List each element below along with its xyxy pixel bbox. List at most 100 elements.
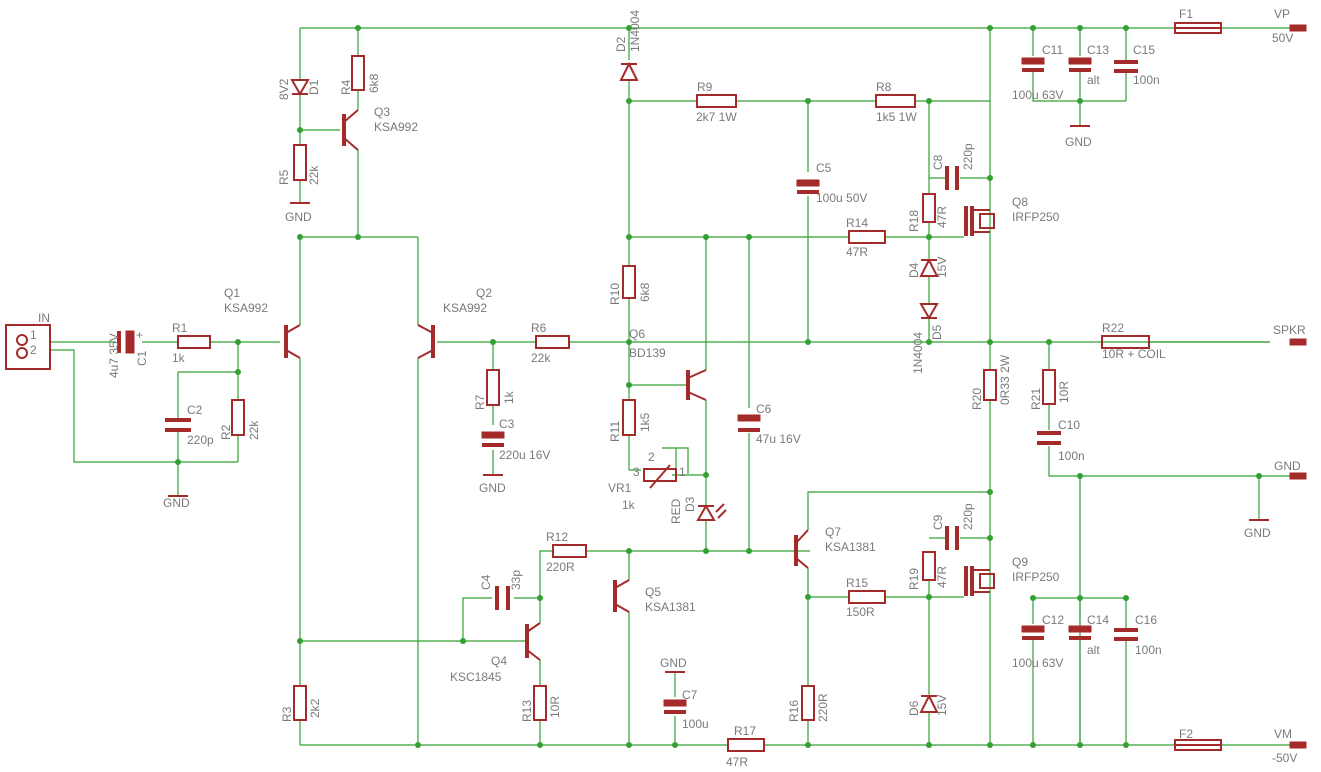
part-value: 10R [548, 696, 562, 718]
capacitor-c7 [663, 699, 687, 714]
pin-label: 3 [633, 465, 640, 479]
net-label: VP [1274, 7, 1290, 21]
capacitor-c10 [1037, 431, 1061, 445]
part-value: 8V2 [277, 78, 291, 100]
part-ref: D1 [307, 79, 321, 95]
part-value: 100u 63V [1012, 88, 1063, 102]
part-ref: R14 [846, 216, 868, 230]
part-ref: Q5 [645, 585, 661, 599]
diode-d5 [919, 303, 939, 321]
part-ref: D2 [614, 36, 628, 52]
resistor-r6 [535, 335, 570, 349]
part-ref: Q2 [476, 286, 492, 300]
part-value: 100u [682, 717, 709, 731]
part-value: 220p [187, 433, 214, 447]
part-ref: C6 [756, 402, 772, 416]
part-value: KSA992 [443, 301, 487, 315]
part-value: alt [1087, 643, 1100, 657]
part-value: 2k7 1W [696, 110, 737, 124]
connector-label: IN [38, 311, 50, 325]
part-value: 100u 50V [816, 191, 867, 205]
part-value: 33p [509, 570, 523, 590]
part-value: 47R [935, 566, 949, 588]
part-ref: R11 [608, 421, 622, 442]
part-value: 1k [172, 351, 186, 365]
part-value: 100n [1133, 73, 1160, 87]
labels: IN 1 2 C1 4u7 35V R1 1k C2 220p R2 22k G… [30, 7, 1306, 769]
diode-d4 [919, 257, 939, 277]
net-label: GND [1065, 135, 1092, 149]
part-ref: C13 [1087, 43, 1109, 57]
part-ref: R9 [697, 80, 713, 94]
net-label: GND [285, 210, 312, 224]
resistor-r9 [696, 94, 737, 108]
part-ref: C4 [479, 574, 493, 590]
part-ref: D4 [907, 262, 921, 278]
part-ref: D5 [930, 324, 944, 340]
resistor-r22 [1101, 335, 1150, 349]
resistor-r7 [486, 369, 500, 406]
capacitor-c14 [1068, 625, 1092, 640]
resistor-r15 [848, 590, 886, 604]
part-value: alt [1087, 73, 1100, 87]
transistor-q2 [417, 324, 435, 359]
capacitor-c9 [945, 526, 959, 550]
part-ref: R13 [520, 700, 534, 722]
connector-pin-2 [16, 347, 28, 359]
part-ref: R16 [787, 700, 801, 722]
part-ref: R1 [172, 321, 188, 335]
net-label: GND [163, 496, 190, 510]
resistor-r10 [622, 265, 636, 299]
part-value: 47u 16V [756, 432, 801, 446]
part-value: 1k [502, 390, 516, 404]
part-value: 220R [546, 560, 575, 574]
net-label: GND [660, 656, 687, 670]
net-label: GND [1274, 459, 1301, 473]
part-value: RED [669, 498, 683, 524]
part-value: 0R33 2W [998, 354, 1012, 405]
part-value: 6k8 [367, 73, 381, 93]
led-d3 [696, 503, 727, 521]
part-value: 100n [1135, 643, 1162, 657]
pin-label: 2 [30, 343, 37, 357]
transistor-q7 [794, 529, 809, 569]
part-ref: Q3 [374, 105, 390, 119]
part-value: 22k [531, 351, 551, 365]
part-ref: R2 [219, 424, 233, 440]
resistor-r13 [533, 685, 547, 721]
part-value: 22k [307, 165, 321, 185]
net-label: SPKR [1273, 323, 1306, 337]
part-ref: Q4 [491, 654, 507, 668]
resistor-r17 [727, 738, 765, 752]
part-ref: C12 [1042, 613, 1064, 627]
part-ref: R21 [1029, 388, 1043, 410]
part-ref: C8 [931, 154, 945, 170]
part-ref: C11 [1042, 43, 1063, 57]
part-ref: C5 [816, 161, 832, 175]
resistor-r4 [351, 55, 365, 91]
ground-symbol [168, 125, 1269, 673]
transistor-q6 [686, 369, 707, 401]
capacitor-c8 [945, 166, 959, 190]
part-ref: C14 [1087, 613, 1109, 627]
pin-label: 1 [30, 328, 37, 342]
net-label: GND [479, 481, 506, 495]
part-value: 6k8 [638, 282, 652, 302]
part-value: 15V [935, 695, 949, 716]
part-ref: R7 [473, 394, 487, 410]
part-ref: Q6 [629, 327, 645, 341]
components: + [5, 22, 1307, 752]
rail-terminal [1289, 24, 1307, 749]
part-ref: R19 [907, 568, 921, 590]
part-ref: D6 [907, 700, 921, 716]
connector-pin-1 [16, 334, 28, 346]
potentiometer-vr1 [643, 464, 677, 489]
part-ref: R10 [608, 283, 622, 305]
transistor-q4 [525, 622, 541, 661]
part-ref: Q7 [825, 525, 841, 539]
resistor-r1 [177, 335, 211, 349]
part-ref: R22 [1102, 321, 1124, 335]
part-value: 220u 16V [499, 448, 550, 462]
part-ref: C16 [1135, 613, 1157, 627]
connector-in-body [5, 324, 51, 370]
